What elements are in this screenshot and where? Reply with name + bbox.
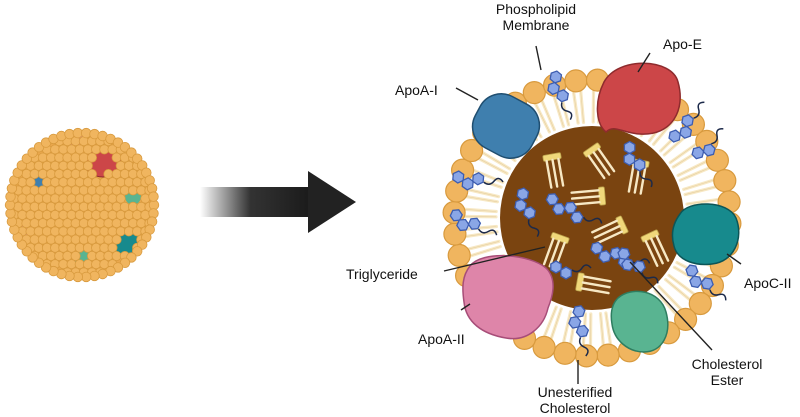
transition-arrow-icon	[200, 171, 356, 233]
label-apoa-ii: ApoA-II	[418, 331, 465, 347]
label-unesterified-cholesterol: Unesterified Cholesterol	[537, 384, 613, 416]
lipoprotein-sphere-icon	[4, 127, 160, 283]
label-apoc-ii: ApoC-II	[744, 275, 792, 291]
label-apoa-i: ApoA-I	[395, 82, 438, 98]
lipoprotein-cross-section-icon	[442, 62, 742, 368]
label-cholesterol-ester: Cholesterol Ester	[691, 356, 763, 388]
label-apo-e: Apo-E	[663, 36, 702, 52]
leader-lines	[443, 45, 742, 384]
label-triglyceride: Triglyceride	[346, 266, 418, 282]
label-phospholipid-membrane: Phospholipid Membrane	[495, 1, 577, 33]
